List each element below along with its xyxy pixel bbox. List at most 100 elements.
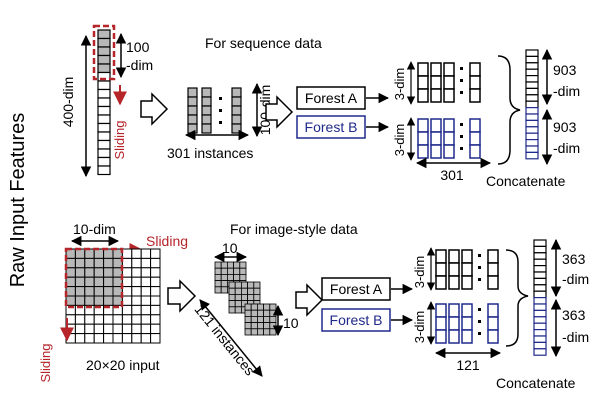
image-instances-arrow	[199, 299, 263, 377]
image-concat-cell-b	[533, 297, 547, 305]
image-section-title: For image-style data	[230, 221, 358, 237]
image-input-cell	[84, 248, 95, 259]
sequence-concat-cell-b	[525, 132, 539, 141]
sequence-concat-cell-b	[525, 106, 539, 115]
image-input-cell	[121, 248, 133, 259]
sequence-class-vector-a-ellipsis-dot	[460, 67, 463, 70]
sequence-class-vector-b-cell	[443, 144, 455, 159]
sequence-input-cell	[97, 37, 111, 48]
patch-cell	[226, 267, 234, 275]
image-input-cell	[140, 248, 152, 259]
image-out-b-top: 363	[562, 307, 586, 323]
sequence-class-vector-b-cell	[417, 118, 429, 133]
patch-cell	[263, 328, 271, 336]
patch-cell	[234, 293, 242, 301]
image-class-vector-a-ellipsis-dot	[478, 278, 481, 281]
image-input-cell	[140, 314, 152, 325]
patch-cell	[228, 293, 236, 301]
patch-cell	[253, 287, 261, 295]
sequence-class-vector-a-cell	[443, 75, 455, 90]
image-class-vector-a-cell	[435, 249, 447, 264]
patch-cell	[240, 281, 248, 289]
sequence-input-cell	[97, 114, 111, 125]
patch-cell	[247, 287, 255, 295]
sequence-class-vector-a-cell	[469, 62, 481, 77]
image-class-vector-b-cell	[487, 303, 499, 318]
image-input-cell	[131, 323, 142, 335]
sequence-count-label: 301	[440, 167, 464, 183]
image-input-cell	[65, 267, 76, 278]
image-input-cell	[131, 276, 142, 288]
patch-cell	[234, 300, 242, 308]
sequence-input-cell	[97, 122, 111, 133]
patch-cell	[250, 315, 258, 323]
image-class-vector-a-cell	[487, 262, 499, 277]
image-input-cell	[140, 333, 152, 344]
image-concat-brace	[505, 249, 529, 347]
image-input-cell	[65, 286, 76, 297]
image-section: For image-style data 10-dim Sliding Slid…	[38, 221, 589, 391]
sequence-out-b-top: 903	[553, 119, 577, 135]
image-forest-a-box	[321, 277, 391, 301]
sequence-concat-cell-a	[525, 68, 539, 77]
image-input-cell	[65, 276, 76, 288]
image-input-cell	[74, 267, 86, 278]
image-class-vector-b-ellipsis-dot	[478, 308, 481, 311]
sequence-concat-cell-a	[525, 87, 539, 96]
patch-cell	[263, 309, 271, 317]
image-concat-cell-a	[533, 277, 547, 286]
sequence-class-vector-a-cell	[430, 75, 442, 90]
sequence-concat-cell-b	[525, 113, 539, 122]
patch-cell	[269, 315, 277, 323]
image-class-vector-a-cell	[461, 249, 473, 264]
image-class-vector-a-cell	[487, 249, 499, 264]
image-class-vector-a-cell	[461, 275, 473, 290]
patch-cell	[250, 328, 258, 336]
window-dim-label-bottom: -dim	[126, 57, 153, 73]
sequence-class-vector-b-cell	[443, 118, 455, 133]
instance-cell	[187, 123, 198, 134]
sequence-class-vector-b-cell	[430, 131, 442, 146]
patch-cell	[220, 286, 228, 294]
image-input-cell	[112, 323, 123, 335]
sequence-forest-a-box	[296, 86, 366, 110]
sequence-class-dim-a: 3-dim	[392, 68, 407, 101]
sequence-concat-label: Concatenate	[486, 173, 566, 189]
patch-cell	[234, 281, 242, 289]
image-input-cell	[140, 257, 152, 269]
instance-cell	[201, 105, 212, 116]
image-concat-cell-b	[533, 303, 547, 312]
sequence-class-vector-a-cell	[417, 75, 429, 90]
image-class-vector-b-cell	[461, 329, 473, 344]
instance-cell	[231, 105, 242, 116]
image-input-cell	[121, 323, 133, 335]
patch-cell	[244, 309, 252, 317]
sequence-concat-cell-b	[525, 119, 539, 128]
patch-cell	[269, 328, 277, 336]
sequence-class-vector-a-ellipsis-dot	[460, 91, 463, 94]
sequence-input-cell	[97, 88, 111, 99]
image-input-cell	[84, 314, 95, 325]
instance-cell	[201, 96, 212, 107]
image-forest-a-label: Forest A	[330, 281, 383, 297]
sequence-section: For sequence data 400-dim 100 -dim Slidi…	[60, 24, 580, 189]
image-class-vectors-b	[435, 303, 499, 344]
sequence-input-cell	[97, 80, 111, 91]
sequence-class-vector-b-cell	[430, 144, 442, 159]
image-concat-cell-b	[533, 329, 547, 337]
image-input-cell	[131, 257, 142, 269]
image-input-cell	[131, 304, 142, 316]
image-input-cell	[103, 276, 114, 288]
patch-cell	[250, 322, 258, 330]
patch-top-label: 10	[222, 240, 238, 256]
image-concat-label: Concatenate	[496, 375, 576, 391]
input-dim-label: 400-dim	[60, 77, 76, 128]
image-input-cell	[74, 276, 86, 288]
image-class-vector-a-cell	[448, 262, 460, 277]
image-input-cell	[150, 333, 161, 344]
sequence-input-cell	[97, 29, 111, 40]
image-input-cell	[121, 295, 133, 306]
patch-cell	[233, 267, 241, 275]
patch-cell	[244, 328, 252, 336]
